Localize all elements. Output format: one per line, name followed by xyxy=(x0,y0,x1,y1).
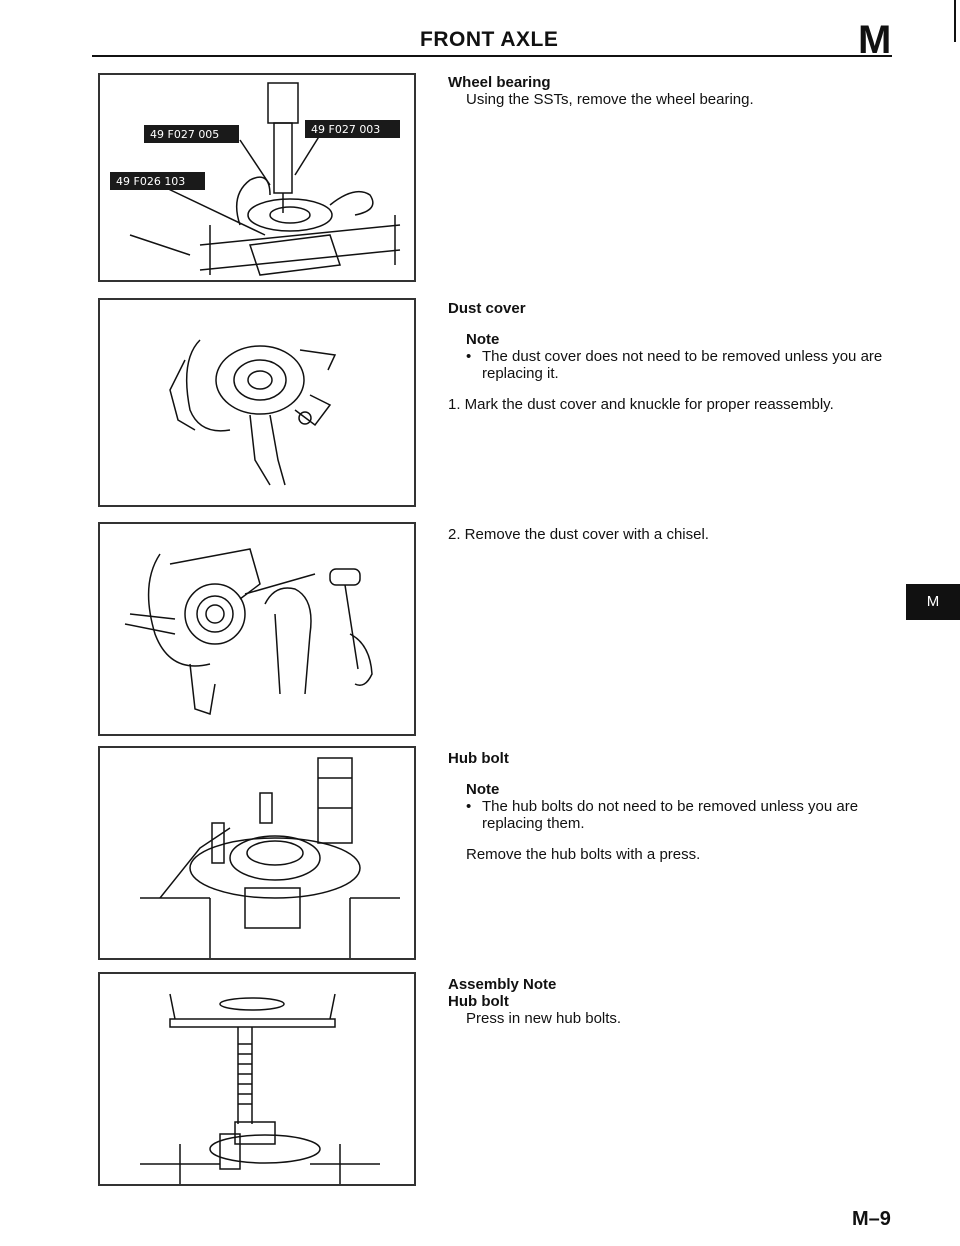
note-text: The dust cover does not need to be remov… xyxy=(482,348,883,382)
hub-bolt-press-illustration xyxy=(140,757,400,958)
note-item: • The hub bolts do not need to be remove… xyxy=(448,798,918,832)
wheel-bearing-illustration: 49 F027 005 49 F027 003 49 F026 103 xyxy=(110,82,401,276)
dust-cover-section: Dust cover Note • The dust cover does no… xyxy=(448,300,918,413)
note-item: • The dust cover does not need to be rem… xyxy=(448,348,918,382)
instruction-text: Press in new hub bolts. xyxy=(466,1010,622,1027)
figure-chisel xyxy=(98,522,416,736)
chisel-illustration xyxy=(124,548,373,715)
sst-tag: 49 F027 003 xyxy=(311,123,380,136)
bullet-icon: • xyxy=(466,348,472,365)
step-1-text: 1. Mark the dust cover and knuckle for p… xyxy=(448,396,834,413)
sst-tag: 49 F026 103 xyxy=(116,175,185,188)
section-tab: M xyxy=(906,584,960,620)
note-label: Note xyxy=(466,781,500,798)
assembly-note-section: Assembly Note Hub bolt Press in new hub … xyxy=(448,976,918,1027)
hub-bolt-install-illustration xyxy=(140,993,380,1184)
dust-cover-step-2: 2. Remove the dust cover with a chisel. xyxy=(448,526,918,543)
figure-wheel-bearing: 49 F027 005 49 F027 003 49 F026 103 xyxy=(98,73,416,282)
step-2-text: 2. Remove the dust cover with a chisel. xyxy=(448,526,709,543)
figure-hub-bolt-press xyxy=(98,746,416,960)
hub-bolt-section: Hub bolt Note • The hub bolts do not nee… xyxy=(448,750,918,863)
section-subheading: Hub bolt xyxy=(448,993,509,1010)
section-letter: M xyxy=(858,18,892,62)
section-heading: Hub bolt xyxy=(448,750,509,767)
instruction-text: Remove the hub bolts with a press. xyxy=(466,846,701,863)
figure-hub-bolt-install xyxy=(98,972,416,1186)
bullet-icon: • xyxy=(466,798,472,815)
section-heading: Dust cover xyxy=(448,300,526,317)
dust-cover-illustration xyxy=(169,339,337,486)
section-heading: Wheel bearing xyxy=(448,74,551,91)
header-rule xyxy=(92,55,892,57)
edge-mark xyxy=(954,0,956,42)
page-title: FRONT AXLE xyxy=(420,28,559,51)
instruction-text: Using the SSTs, remove the wheel bearing… xyxy=(466,91,754,108)
figure-dust-cover xyxy=(98,298,416,507)
page-number: M–9 xyxy=(852,1208,891,1230)
note-label: Note xyxy=(466,331,500,348)
section-heading: Assembly Note xyxy=(448,976,557,993)
note-text: The hub bolts do not need to be removed … xyxy=(482,798,859,832)
wheel-bearing-section: Wheel bearing Using the SSTs, remove the… xyxy=(448,74,918,108)
sst-tag: 49 F027 005 xyxy=(150,128,219,141)
